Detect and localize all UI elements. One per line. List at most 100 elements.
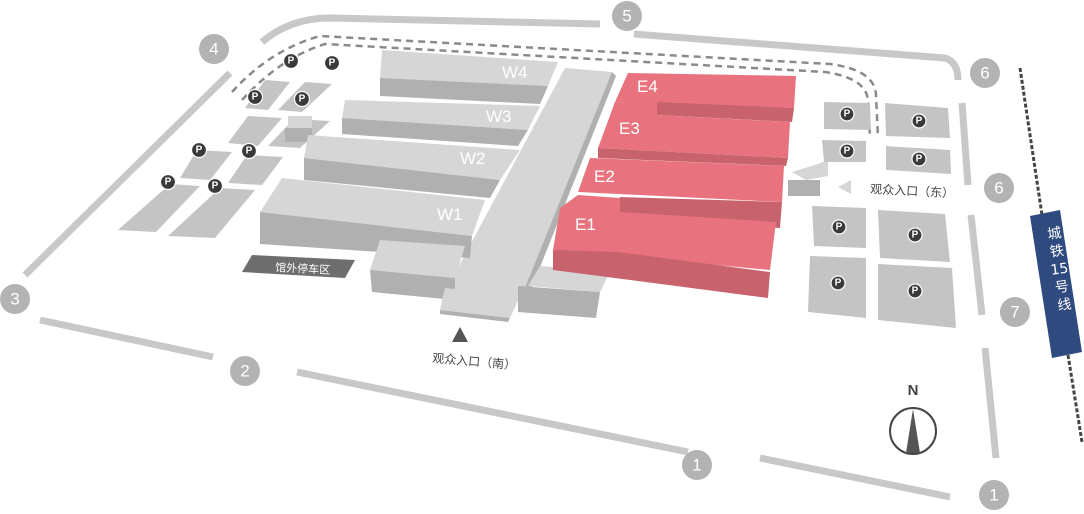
svg-text:P: P	[835, 278, 842, 289]
gate-badge[interactable]: 7	[1000, 297, 1030, 327]
west-halls: W4 W3 W2 W1	[260, 50, 610, 322]
east-halls: E4 E3 E2 E1	[553, 73, 796, 298]
south-entrance[interactable]: 观众入口（南）	[432, 327, 517, 372]
gate-badge[interactable]: 6	[970, 58, 1000, 88]
compass-ring	[889, 407, 937, 455]
parking-icon: P	[830, 275, 846, 291]
triangle-left-icon	[838, 180, 851, 194]
parking-icon: P	[246, 88, 264, 106]
east-building-side	[788, 180, 820, 196]
hall-e3[interactable]: E3	[598, 102, 790, 166]
road-south	[296, 368, 689, 456]
annex-east-side	[518, 286, 600, 318]
metro-station-label: 城 铁 15 号 线	[1046, 225, 1072, 314]
annex-west-top	[370, 240, 465, 278]
gate-badge[interactable]: 6	[984, 173, 1014, 203]
outdoor-parking-label: 馆外停车区	[275, 260, 331, 277]
parking-lot[interactable]	[228, 155, 283, 185]
parking-icon: P	[907, 227, 923, 243]
hall-w3-side	[342, 118, 528, 146]
svg-text:P: P	[288, 56, 295, 67]
svg-text:1: 1	[692, 456, 701, 475]
svg-text:3: 3	[10, 290, 19, 309]
svg-text:P: P	[165, 177, 172, 188]
east-entrance-label: 观众入口（东）	[870, 182, 955, 200]
svg-text:P: P	[329, 58, 336, 69]
hall-w4-top	[380, 50, 558, 86]
gate-badge[interactable]: 1	[979, 480, 1009, 510]
hall-w1-top	[260, 178, 485, 236]
gate-badge[interactable]: 3	[0, 284, 30, 314]
dashed-road-outer	[231, 34, 880, 139]
metro-char-1: 城	[1046, 225, 1062, 243]
svg-text:P: P	[912, 230, 919, 241]
hall-e2-top	[578, 158, 784, 202]
svg-text:P: P	[246, 146, 253, 157]
svg-text:1: 1	[989, 486, 998, 505]
parking-lot[interactable]	[168, 188, 255, 238]
parking-icon: P	[293, 90, 311, 108]
metro-track-south	[1066, 354, 1084, 443]
east-entrance[interactable]: 观众入口（东）	[838, 180, 954, 200]
parking-icon: P	[240, 142, 258, 160]
parking-markers: P P P P P P P P P P P P P P P P	[159, 52, 927, 299]
hall-w2-side	[304, 158, 500, 198]
parking-lot[interactable]	[118, 184, 200, 232]
concourse-side	[520, 72, 616, 305]
south-entrance-label: 观众入口（南）	[432, 350, 517, 372]
svg-text:5: 5	[622, 7, 631, 26]
gate-badge[interactable]: 2	[230, 356, 260, 386]
svg-text:6: 6	[994, 179, 1003, 198]
parking-icon: P	[206, 177, 224, 195]
hall-w4-side	[380, 78, 548, 104]
hall-w2-label: W2	[460, 149, 486, 168]
compass-north-label: N	[908, 382, 919, 399]
hall-e4-side	[657, 102, 794, 122]
triangle-up-icon	[452, 327, 468, 342]
hall-w3[interactable]: W3	[342, 100, 540, 146]
small-building	[288, 116, 312, 128]
parking-lot[interactable]	[228, 116, 282, 146]
hall-w4[interactable]: W4	[380, 50, 558, 104]
hall-e3-label: E3	[619, 119, 640, 138]
hall-w2[interactable]: W2	[304, 135, 520, 198]
small-building-side	[285, 128, 312, 142]
parking-lot[interactable]	[180, 150, 232, 180]
svg-text:P: P	[916, 154, 923, 165]
svg-text:P: P	[212, 181, 219, 192]
hall-e1-side	[553, 250, 770, 298]
perimeter-roads	[22, 14, 1000, 501]
hall-w3-label: W3	[486, 107, 512, 126]
parking-icon: P	[839, 106, 855, 122]
internal-dashed-roads	[231, 34, 880, 139]
parking-icon: P	[323, 54, 341, 72]
gate-badge[interactable]: 1	[682, 450, 712, 480]
hall-e1[interactable]: E1	[553, 195, 776, 298]
svg-text:2: 2	[240, 362, 249, 381]
svg-text:P: P	[844, 146, 851, 157]
road-east-3	[981, 347, 1000, 459]
hall-e4[interactable]: E4	[615, 73, 796, 122]
concourse-top	[445, 68, 612, 300]
road-east-1	[958, 102, 972, 186]
gate-badge[interactable]: 4	[199, 34, 229, 64]
metro-char-5: 线	[1056, 296, 1072, 314]
dashed-road-inner	[241, 42, 872, 139]
svg-text:6: 6	[980, 64, 989, 83]
metro-char-2: 铁	[1049, 243, 1065, 261]
outdoor-parking-area[interactable]: 馆外停车区	[242, 255, 355, 278]
hall-w4-label: W4	[502, 63, 528, 82]
metro-station-box[interactable]	[1030, 210, 1082, 358]
hall-e3-top	[598, 102, 790, 158]
central-concourse[interactable]	[445, 68, 616, 305]
parking-icon: P	[911, 151, 927, 167]
svg-text:P: P	[196, 145, 203, 156]
gate-badge[interactable]: 5	[612, 1, 642, 31]
compass: N	[889, 382, 937, 455]
parking-icon: P	[159, 173, 177, 191]
svg-text:P: P	[252, 92, 259, 103]
annex-center-top	[440, 288, 520, 318]
parking-icon: P	[190, 141, 208, 159]
svg-text:P: P	[299, 94, 306, 105]
